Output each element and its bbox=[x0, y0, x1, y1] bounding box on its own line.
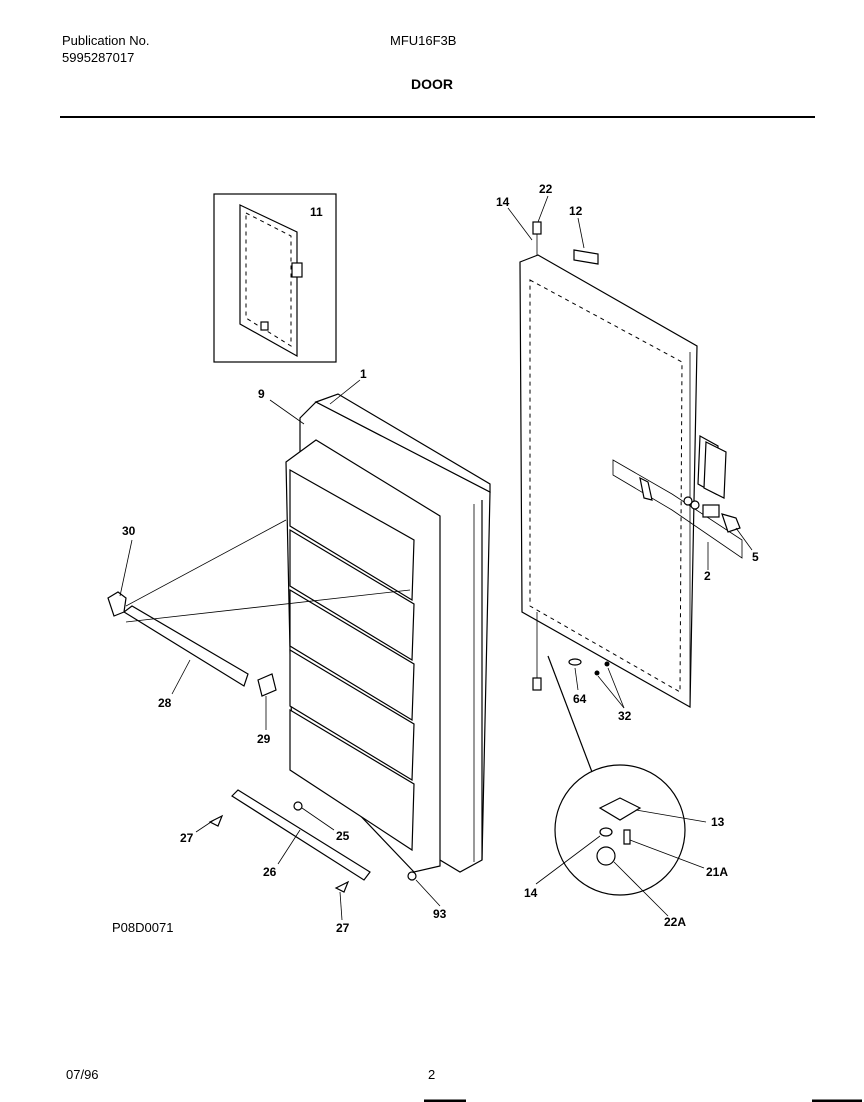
callout-22: 22 bbox=[539, 182, 553, 196]
callout-25: 25 bbox=[336, 829, 350, 843]
lock-cylinder bbox=[702, 504, 720, 518]
top-hinge-pin bbox=[532, 221, 542, 235]
rail-clip-right bbox=[257, 673, 277, 697]
handle-mount-lines bbox=[612, 459, 743, 559]
callout-93: 93 bbox=[433, 907, 447, 921]
callout-14-bottom: 14 bbox=[524, 886, 538, 900]
shelf-5 bbox=[289, 708, 415, 852]
bottom-hinge-pin bbox=[532, 677, 542, 691]
detail-leader bbox=[547, 655, 593, 773]
hinge-screw bbox=[623, 829, 631, 845]
page-number: 2 bbox=[428, 1067, 436, 1082]
outer-door-inner-edge bbox=[529, 279, 683, 693]
gasket-outline bbox=[239, 204, 298, 358]
screw-bottom bbox=[334, 880, 350, 893]
door-gasket-top bbox=[314, 393, 491, 493]
callout-5: 5 bbox=[752, 550, 759, 564]
callout-12: 12 bbox=[569, 204, 583, 218]
callout-13: 13 bbox=[711, 815, 725, 829]
callout-14-top: 14 bbox=[496, 195, 510, 209]
screw-25 bbox=[293, 801, 303, 811]
screw-93 bbox=[407, 871, 417, 881]
outer-door-panel bbox=[519, 221, 743, 709]
bottom-washer bbox=[568, 658, 582, 666]
publication-number: 5995287017 bbox=[62, 50, 135, 65]
gasket-inset bbox=[213, 193, 337, 363]
callout-64: 64 bbox=[573, 692, 587, 706]
shelf-1 bbox=[289, 468, 415, 602]
rail-clip-left bbox=[107, 591, 127, 617]
lock-key bbox=[721, 513, 741, 533]
leader-lines bbox=[119, 195, 753, 921]
handle-plate bbox=[703, 441, 727, 499]
inset-frame bbox=[213, 193, 337, 363]
header-rule bbox=[60, 116, 815, 118]
callout-1: 1 bbox=[360, 367, 367, 381]
hinge-bracket bbox=[598, 797, 642, 821]
screw-left bbox=[208, 814, 224, 827]
hinge-washer bbox=[599, 827, 613, 837]
callout-29: 29 bbox=[257, 732, 271, 746]
hinge-nut bbox=[596, 846, 616, 866]
shelf-4 bbox=[289, 648, 415, 782]
callout-2: 2 bbox=[704, 569, 711, 583]
model-number: MFU16F3B bbox=[390, 33, 457, 48]
callout-21a: 21A bbox=[706, 865, 728, 879]
lock-nut bbox=[690, 500, 700, 510]
bottom-bar bbox=[231, 789, 371, 881]
callout-27-bottom: 27 bbox=[336, 921, 350, 935]
shelf-3 bbox=[289, 588, 415, 722]
detail-circle bbox=[554, 764, 686, 896]
callout-27-left: 27 bbox=[180, 831, 194, 845]
outer-door-face bbox=[519, 254, 698, 709]
inner-door-liner bbox=[107, 393, 491, 893]
callout-28: 28 bbox=[158, 696, 172, 710]
lock-washer bbox=[683, 496, 693, 506]
bottom-hinge-detail bbox=[547, 655, 686, 896]
publication-label: Publication No. bbox=[62, 33, 150, 48]
callout-22a: 22A bbox=[664, 915, 686, 929]
shelf-2 bbox=[289, 528, 415, 662]
callout-32: 32 bbox=[618, 709, 632, 723]
gasket-clip bbox=[291, 262, 303, 278]
footer-date: 07/96 bbox=[66, 1067, 99, 1082]
lock-cam bbox=[639, 476, 653, 501]
drawing-id: P08D0071 bbox=[112, 920, 174, 935]
callout-26: 26 bbox=[263, 865, 277, 879]
section-title: DOOR bbox=[411, 76, 453, 92]
shelf-rail bbox=[122, 605, 249, 687]
callout-30: 30 bbox=[122, 524, 136, 538]
label-plate bbox=[573, 249, 599, 265]
gasket-inner bbox=[245, 212, 292, 347]
callout-9: 9 bbox=[258, 387, 265, 401]
callout-11: 11 bbox=[310, 205, 323, 219]
gasket-tab bbox=[260, 321, 269, 331]
